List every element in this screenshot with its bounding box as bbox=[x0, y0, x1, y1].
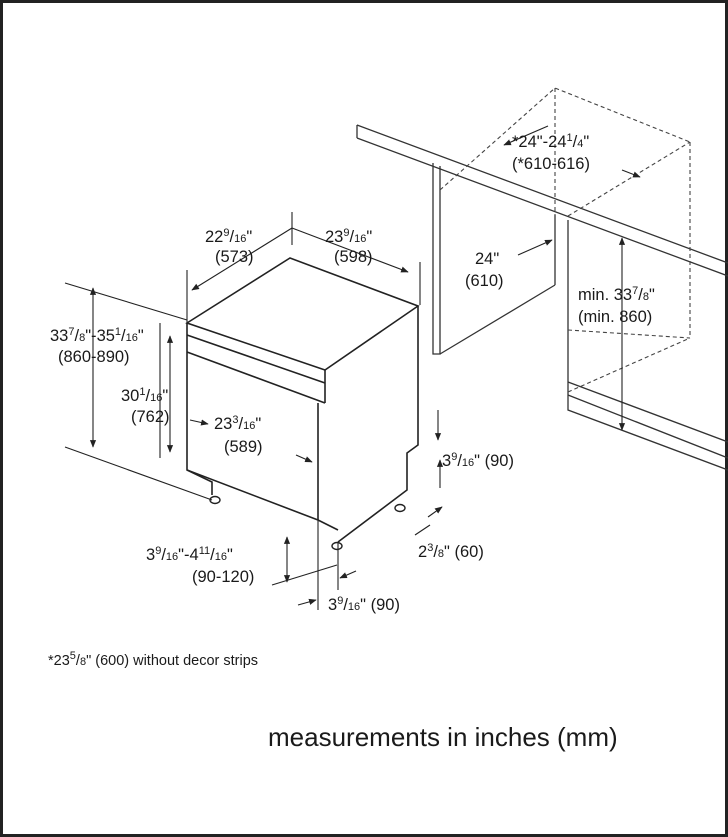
body-height-inches: 30 bbox=[121, 387, 140, 405]
front-offset-num: 9 bbox=[337, 595, 344, 607]
front-offset-den: 16 bbox=[347, 601, 361, 613]
height-a-num: 7 bbox=[68, 326, 75, 338]
body-height-den: 16 bbox=[150, 392, 163, 404]
height-a-den: 8 bbox=[79, 332, 86, 344]
footnote-den: 8 bbox=[79, 656, 87, 668]
top-width-label: 239/16" bbox=[325, 227, 373, 247]
side-offset-inches: 3 bbox=[442, 452, 452, 470]
footnote: *235/8" (600) without decor strips bbox=[48, 650, 259, 670]
leg-side-mm: (60) bbox=[454, 543, 484, 561]
leg-side-den: 8 bbox=[437, 548, 445, 560]
leg-b-num: 11 bbox=[198, 545, 211, 557]
min-height-label: min. 337/8" bbox=[578, 285, 655, 305]
leg-height-mm: (90-120) bbox=[192, 568, 255, 586]
opening-width-label: *24"-241/4" bbox=[512, 132, 590, 152]
cabinet-width-mm: (610) bbox=[465, 272, 504, 290]
top-width-num: 9 bbox=[343, 227, 350, 239]
feet bbox=[209, 495, 406, 551]
top-width-den: 16 bbox=[354, 233, 367, 245]
side-offset-mm: (90) bbox=[484, 452, 514, 470]
height-range-label: 337/8"-351/16" bbox=[50, 326, 144, 346]
dishwasher-body bbox=[185, 257, 420, 543]
leg-side-inches: 2 bbox=[418, 543, 428, 561]
leg-side-label: 23/8" (60) bbox=[418, 542, 484, 562]
opening-a-inches: *24 bbox=[512, 133, 537, 151]
opening-b-inches: 24 bbox=[548, 133, 567, 151]
opening-b-num: 1 bbox=[566, 132, 573, 144]
leg-b-den: 16 bbox=[214, 551, 227, 563]
side-offset-num: 9 bbox=[451, 451, 458, 463]
footnote-inches: *23 bbox=[48, 653, 70, 669]
leg-height-label: 39/16"-411/16" bbox=[146, 545, 233, 565]
front-width-num: 3 bbox=[232, 414, 239, 426]
min-height-num: 7 bbox=[632, 285, 639, 297]
min-height-mm: (min. 860) bbox=[578, 308, 653, 326]
footnote-num: 5 bbox=[69, 650, 76, 662]
leg-a-num: 9 bbox=[155, 545, 162, 557]
min-height-prefix: min. 33 bbox=[578, 286, 633, 304]
opening-dashes bbox=[439, 87, 691, 393]
leg-side-num: 3 bbox=[427, 542, 434, 554]
leg-b-inches: 4 bbox=[189, 546, 199, 564]
height-b-inches: 35 bbox=[96, 327, 115, 345]
height-b-den: 16 bbox=[125, 332, 138, 344]
top-depth-num: 9 bbox=[223, 227, 230, 239]
top-depth-mm: (573) bbox=[215, 248, 254, 266]
front-width-den: 16 bbox=[243, 420, 256, 432]
top-depth-den: 16 bbox=[234, 233, 247, 245]
height-range-mm: (860-890) bbox=[58, 348, 130, 366]
front-width-mm: (589) bbox=[224, 438, 263, 456]
leg-a-den: 16 bbox=[165, 551, 179, 563]
top-depth-label: 229/16" bbox=[205, 227, 253, 247]
top-width-inches: 23 bbox=[325, 228, 344, 246]
side-offset-den: 16 bbox=[461, 457, 475, 469]
front-offset-mm: (90) bbox=[370, 596, 400, 614]
front-width-inches: 23 bbox=[214, 415, 233, 433]
cabinet-outline bbox=[356, 124, 728, 471]
top-width-mm: (598) bbox=[334, 248, 373, 266]
height-b-num: 1 bbox=[114, 326, 122, 338]
body-height-label: 301/16" bbox=[121, 386, 169, 406]
front-width-label: 233/16" bbox=[214, 414, 262, 434]
front-offset-label: 39/16" (90) bbox=[328, 595, 400, 615]
top-depth-inches: 22 bbox=[205, 228, 224, 246]
front-offset-inches: 3 bbox=[328, 596, 338, 614]
dimension-lines bbox=[64, 125, 641, 610]
side-offset-label: 39/16" (90) bbox=[442, 451, 514, 471]
height-a-inches: 33 bbox=[50, 327, 69, 345]
body-height-num: 1 bbox=[139, 386, 146, 398]
cabinet-width-label: 24" bbox=[475, 250, 500, 268]
leg-a-inches: 3 bbox=[146, 546, 156, 564]
footnote-text: " (600) without decor strips bbox=[86, 653, 259, 669]
body-height-mm: (762) bbox=[131, 408, 170, 426]
min-height-den: 8 bbox=[642, 291, 649, 303]
opening-b-den: 4 bbox=[577, 138, 584, 150]
units-caption: measurements in inches (mm) bbox=[268, 722, 618, 752]
opening-width-mm: (*610-616) bbox=[512, 155, 590, 173]
